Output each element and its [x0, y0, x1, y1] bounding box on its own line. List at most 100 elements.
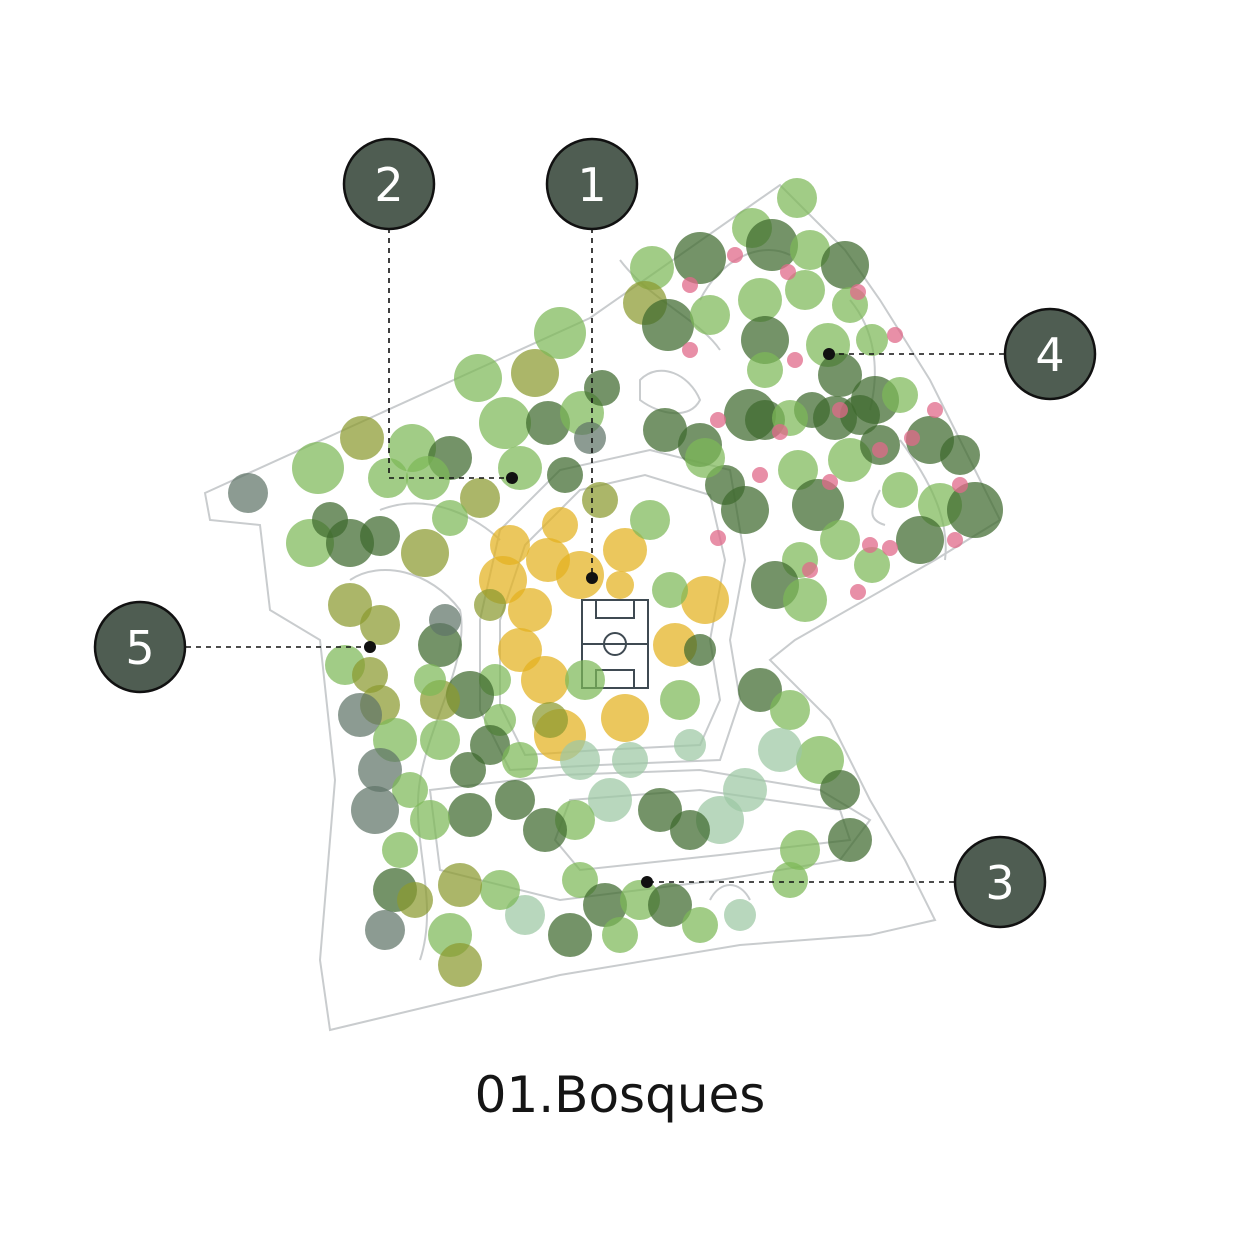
tree-canopy: [429, 604, 461, 636]
tree-canopy: [479, 397, 531, 449]
tree-canopy: [630, 246, 674, 290]
tree-canopy: [685, 438, 725, 478]
marker-4-label: 4: [1035, 328, 1064, 382]
tree-canopy: [351, 786, 399, 834]
tree-canopy: [674, 729, 706, 761]
tree-canopy: [228, 473, 268, 513]
tree-canopy: [690, 295, 730, 335]
tree-canopy: [638, 788, 682, 832]
tree-canopy: [660, 680, 700, 720]
tree-canopy: [338, 693, 382, 737]
tree-canopy: [612, 742, 648, 778]
marker-4: 4: [1003, 307, 1097, 401]
tree-canopy: [360, 516, 400, 556]
tree-canopy: [312, 502, 348, 538]
tree-canopy: [947, 532, 963, 548]
tree-canopy: [896, 516, 944, 564]
tree-canopy: [495, 780, 535, 820]
tree-canopy: [927, 402, 943, 418]
tree-canopy: [904, 430, 920, 446]
tree-canopy: [770, 690, 810, 730]
tree-canopy: [583, 883, 627, 927]
leader-dot-5: [364, 641, 376, 653]
tree-canopy: [738, 668, 782, 712]
tree-canopy: [470, 725, 510, 765]
leader-dot-4: [823, 348, 835, 360]
tree-canopy: [802, 562, 818, 578]
leader-lines: [186, 228, 1004, 883]
tree-canopy: [420, 720, 460, 760]
leader-dot-3: [641, 876, 653, 888]
tree-canopy: [511, 349, 559, 397]
tree-canopy: [521, 656, 569, 704]
tree-canopy: [450, 752, 486, 788]
tree-canopy: [682, 907, 718, 943]
tree-canopy: [652, 572, 688, 608]
tree-canopy: [432, 500, 468, 536]
tree-canopy: [582, 482, 618, 518]
tree-canopy: [382, 832, 418, 868]
tree-canopy: [328, 583, 372, 627]
tree-canopy: [682, 342, 698, 358]
tree-canopy: [505, 895, 545, 935]
tree-canopy: [438, 863, 482, 907]
tree-canopy: [856, 324, 888, 356]
tree-canopy: [401, 529, 449, 577]
tree-canopy: [534, 307, 586, 359]
tree-canopy: [790, 230, 830, 270]
tree-canopy: [724, 899, 756, 931]
tree-canopy: [526, 401, 570, 445]
tree-canopy: [548, 913, 592, 957]
tree-canopy: [882, 377, 918, 413]
tree-canopy: [710, 412, 726, 428]
tree-canopy: [832, 402, 848, 418]
tree-canopy: [777, 178, 817, 218]
tree-canopy: [565, 660, 605, 700]
tree-canopy: [502, 742, 538, 778]
tree-canopy: [643, 408, 687, 452]
tree-canopy: [882, 472, 918, 508]
tree-canopy: [727, 247, 743, 263]
tree-canopy: [574, 422, 606, 454]
tree-canopy: [684, 634, 716, 666]
tree-canopy: [532, 702, 568, 738]
tree-canopy: [368, 458, 408, 498]
tree-canopy: [738, 278, 782, 322]
tree-canopy: [674, 232, 726, 284]
marker-5: 5: [93, 600, 187, 694]
tree-canopy: [940, 435, 980, 475]
tree-canopy: [360, 605, 400, 645]
tree-canopy: [547, 457, 583, 493]
tree-canopy: [648, 883, 692, 927]
tree-canopy: [780, 264, 796, 280]
tree-canopy: [454, 354, 502, 402]
tree-canopy: [758, 728, 802, 772]
tree-canopy: [603, 528, 647, 572]
tree-canopy: [588, 778, 632, 822]
tree-canopy: [490, 525, 530, 565]
tree-canopy: [508, 588, 552, 632]
tree-canopy: [584, 370, 620, 406]
tree-canopy: [560, 740, 600, 780]
tree-canopy: [947, 482, 1003, 538]
tree-canopy: [882, 540, 898, 556]
tree-canopy: [542, 507, 578, 543]
tree-canopy: [601, 694, 649, 742]
tree-canopy: [820, 770, 860, 810]
marker-3-label: 3: [985, 856, 1014, 910]
tree-canopy: [606, 571, 634, 599]
marker-3: 3: [953, 835, 1047, 929]
tree-canopy: [778, 450, 818, 490]
figure-caption: 01.Bosques: [474, 1066, 766, 1124]
tree-canopy: [783, 578, 827, 622]
tree-canopy: [850, 584, 866, 600]
tree-canopy: [642, 299, 694, 351]
marker-5-label: 5: [125, 621, 154, 675]
tree-canopy: [474, 589, 506, 621]
tree-canopy: [414, 664, 446, 696]
tree-canopy: [813, 396, 857, 440]
marker-1: 1: [545, 137, 639, 231]
tree-canopy: [292, 442, 344, 494]
tree-canopy: [741, 316, 789, 364]
